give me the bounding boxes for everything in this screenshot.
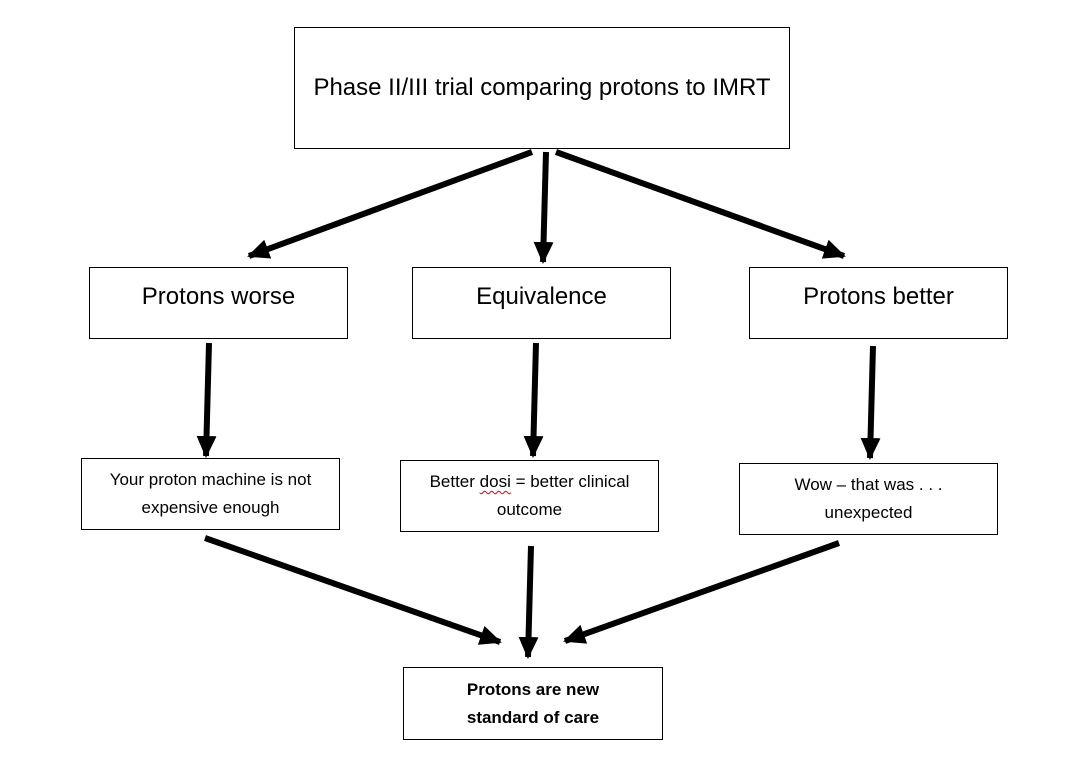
outcome-label-equivalence: Equivalence: [476, 283, 607, 310]
interpretation-text-before: Better: [429, 472, 480, 491]
outcome-box-protons-worse: Protons worse: [89, 267, 348, 339]
outcome-label-protons-better: Protons better: [803, 283, 954, 310]
interpretation-label-unexpected: Wow – that was . . . unexpected: [794, 475, 943, 522]
arrow-equivalence-to-interpretation: [523, 342, 544, 458]
spellcheck-flagged-word: dosi: [479, 472, 511, 491]
conclusion-label: Protons are new standard of care: [466, 679, 600, 727]
arrow-interpretation-center-to-conclusion: [518, 545, 539, 659]
outcome-box-equivalence: Equivalence: [412, 267, 671, 339]
trial-label: Phase II/III trial comparing protons to …: [313, 74, 771, 101]
interpretation-label-better-dosi: Better dosi = better clinical outcome: [411, 468, 648, 524]
arrow-interpretation-right-to-conclusion: [563, 540, 841, 644]
interpretation-box-unexpected: Wow – that was . . . unexpected: [739, 463, 998, 535]
arrow-better-to-interpretation: [860, 345, 881, 460]
conclusion-box: Protons are new standard of care: [403, 667, 663, 740]
arrow-root-to-worse: [247, 149, 534, 259]
arrow-root-to-equivalence: [533, 151, 554, 264]
interpretation-text-after: = better clinical outcome: [496, 472, 630, 519]
trial-box: Phase II/III trial comparing protons to …: [294, 27, 790, 149]
outcome-label-protons-worse: Protons worse: [141, 283, 296, 310]
arrow-interpretation-left-to-conclusion: [204, 535, 502, 645]
interpretation-box-better-dosi: Better dosi = better clinical outcome: [400, 460, 659, 532]
interpretation-box-expensive: Your proton machine is not expensive eno…: [81, 458, 340, 530]
arrow-worse-to-interpretation: [196, 342, 217, 458]
arrow-root-to-better: [554, 149, 846, 259]
interpretation-label-expensive: Your proton machine is not expensive eno…: [109, 470, 312, 517]
outcome-box-protons-better: Protons better: [749, 267, 1008, 339]
